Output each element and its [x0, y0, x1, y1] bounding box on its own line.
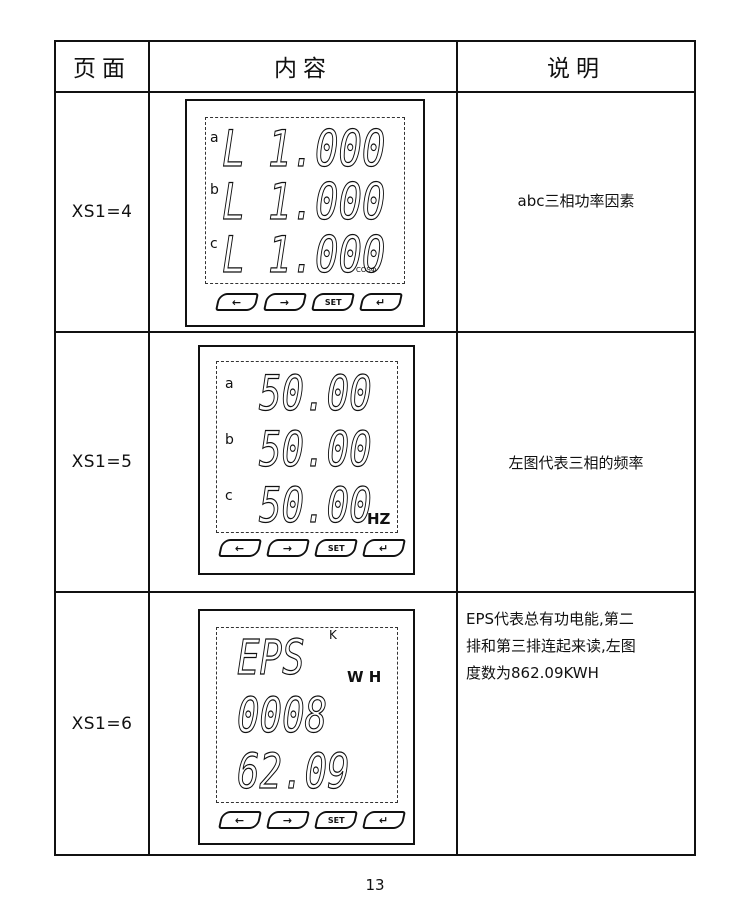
page-label: XS1=5	[71, 452, 133, 472]
phase-c-label: c	[210, 236, 218, 252]
enter-icon: ↵	[376, 295, 386, 309]
row-divider	[54, 331, 696, 333]
table-border-top	[54, 40, 696, 42]
mode-indicator: L	[222, 172, 246, 231]
mode-indicator: L	[222, 225, 246, 284]
header-content: 内容	[274, 56, 332, 82]
page-label: XS1=6	[71, 714, 133, 734]
left-arrow-icon: ←	[235, 813, 245, 827]
lcd-value-line-2: 1.000	[268, 172, 386, 231]
row-description: 左图代表三相的频率	[508, 454, 644, 472]
lcd-value-line-3: 1.000	[268, 225, 386, 284]
lcd-value-line-3: 50.00	[259, 477, 373, 534]
phase-b-label: b	[225, 432, 234, 448]
set-button[interactable]: SET	[314, 811, 358, 829]
lcd-value-line-3: 62.09	[237, 743, 351, 800]
column-divider	[456, 40, 458, 856]
page-number: 13	[365, 876, 385, 894]
kilo-indicator: K	[329, 628, 337, 642]
button-row: ← → SET ↵	[215, 293, 403, 311]
table-border-bottom	[54, 854, 696, 856]
right-arrow-icon: →	[280, 295, 290, 309]
column-divider	[148, 40, 150, 856]
table-border-left	[54, 40, 56, 856]
row-description: EPS代表总有功电能,第二 排和第三排连起来读,左图 度数为862.09KWH	[466, 606, 694, 687]
phase-b-label: b	[210, 182, 219, 198]
table-border-right	[694, 40, 696, 856]
lcd-value-line-1: 1.000	[268, 119, 386, 178]
description-line: 度数为862.09KWH	[466, 664, 599, 682]
lcd-value-line-1: EPS	[237, 629, 306, 686]
page-label: XS1=4	[71, 202, 133, 222]
mode-indicator: L	[222, 119, 246, 178]
header-divider	[54, 91, 696, 93]
enter-button[interactable]: ↵	[362, 811, 406, 829]
lcd-screen: a b c L L L 1.000 1.000 1.000 COSΦ	[205, 117, 405, 285]
right-arrow-icon: →	[283, 541, 293, 555]
right-arrow-icon: →	[283, 813, 293, 827]
meter-panel: a b c L L L 1.000 1.000 1.000 COSΦ ← → S…	[185, 99, 425, 327]
meter-panel: a b c 50.00 50.00 50.00 HZ ← → SET ↵	[198, 345, 415, 575]
unit-label: HZ	[367, 510, 391, 528]
lcd-screen: EPS K W H 0008 62.09	[216, 627, 398, 803]
meter-panel: EPS K W H 0008 62.09 ← → SET ↵	[198, 609, 415, 845]
right-arrow-button[interactable]: →	[266, 539, 310, 557]
row-description: abc三相功率因素	[517, 192, 635, 210]
enter-button[interactable]: ↵	[362, 539, 406, 557]
phase-a-label: a	[210, 130, 219, 146]
lcd-value-line-2: 50.00	[259, 421, 373, 478]
button-row: ← → SET ↵	[218, 811, 406, 829]
set-button[interactable]: SET	[314, 539, 358, 557]
lcd-screen: a b c 50.00 50.00 50.00 HZ	[216, 361, 398, 535]
enter-icon: ↵	[379, 813, 389, 827]
enter-button[interactable]: ↵	[359, 293, 403, 311]
header-description: 说明	[547, 56, 605, 82]
left-arrow-button[interactable]: ←	[215, 293, 259, 311]
enter-icon: ↵	[379, 541, 389, 555]
right-arrow-button[interactable]: →	[266, 811, 310, 829]
description-line: 排和第三排连起来读,左图	[466, 637, 636, 655]
unit-label: W H	[347, 668, 382, 686]
left-arrow-button[interactable]: ←	[218, 539, 262, 557]
set-button[interactable]: SET	[311, 293, 355, 311]
description-line: EPS代表总有功电能,第二	[466, 610, 634, 628]
row-divider	[54, 591, 696, 593]
header-page: 页面	[73, 56, 131, 82]
right-arrow-button[interactable]: →	[263, 293, 307, 311]
left-arrow-icon: ←	[235, 541, 245, 555]
left-arrow-icon: ←	[232, 295, 242, 309]
unit-label: COSΦ	[356, 266, 377, 274]
lcd-value-line-2: 0008	[237, 687, 328, 744]
phase-a-label: a	[225, 376, 234, 392]
phase-c-label: c	[225, 488, 233, 504]
button-row: ← → SET ↵	[218, 539, 406, 557]
left-arrow-button[interactable]: ←	[218, 811, 262, 829]
lcd-value-line-1: 50.00	[259, 365, 373, 422]
